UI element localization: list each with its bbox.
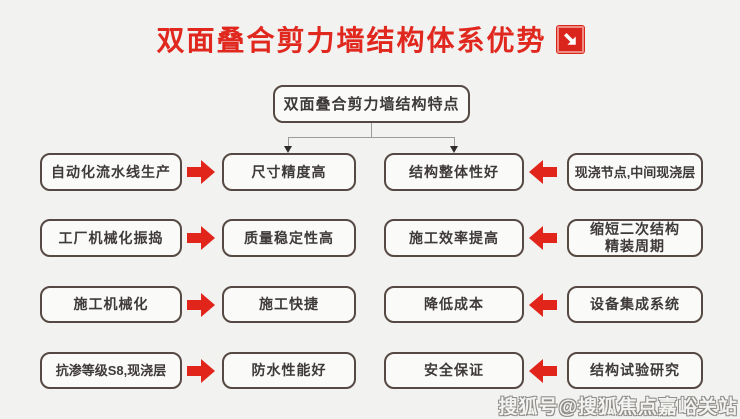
- node-benefit-3: 降低成本: [384, 286, 524, 323]
- node-advantage-1: 尺寸精度高: [222, 153, 356, 191]
- node-advantage-2: 质量稳定性高: [222, 219, 356, 257]
- arrow-left-icon: [529, 359, 557, 383]
- node-measure-4: 结构试验研究: [567, 352, 703, 389]
- node-measure-1: 现浇节点,中间现浇层: [567, 153, 703, 191]
- arrow-left-icon: [529, 160, 557, 184]
- arrow-right-icon: [187, 160, 215, 184]
- arrow-right-icon: [187, 359, 215, 383]
- node-benefit-4: 安全保证: [384, 352, 524, 389]
- page-title: 双面叠合剪力墙结构体系优势: [156, 25, 547, 56]
- arrow-right-icon: [187, 293, 215, 317]
- watermark: 搜狐号@搜狐焦点嘉峪关站: [498, 397, 738, 418]
- root-node: 双面叠合剪力墙结构特点: [273, 85, 470, 123]
- node-advantage-3: 施工快捷: [222, 286, 356, 323]
- arrowhead-down-icon: [450, 146, 458, 153]
- node-production-2: 工厂机械化振捣: [40, 219, 182, 257]
- connector-line: [288, 137, 289, 147]
- node-production-4: 抗渗等级S8,现浇层: [40, 352, 182, 389]
- arrow-right-icon: [187, 226, 215, 250]
- node-measure-2: 缩短二次结构 精装周期: [567, 219, 703, 257]
- connector-line: [288, 137, 455, 138]
- arrow-left-icon: [529, 226, 557, 250]
- node-advantage-4: 防水性能好: [222, 352, 356, 389]
- node-benefit-1: 结构整体性好: [384, 153, 524, 191]
- connector-line: [454, 137, 455, 147]
- node-measure-3: 设备集成系统: [567, 286, 703, 323]
- node-production-3: 施工机械化: [40, 286, 182, 323]
- connector-line: [371, 123, 372, 138]
- arrow-down-right-icon: [555, 24, 585, 54]
- arrow-left-icon: [529, 293, 557, 317]
- node-production-1: 自动化流水线生产: [40, 153, 182, 191]
- node-benefit-2: 施工效率提高: [384, 219, 524, 257]
- page-header: 双面叠合剪力墙结构体系优势: [0, 20, 740, 58]
- arrowhead-down-icon: [284, 146, 292, 153]
